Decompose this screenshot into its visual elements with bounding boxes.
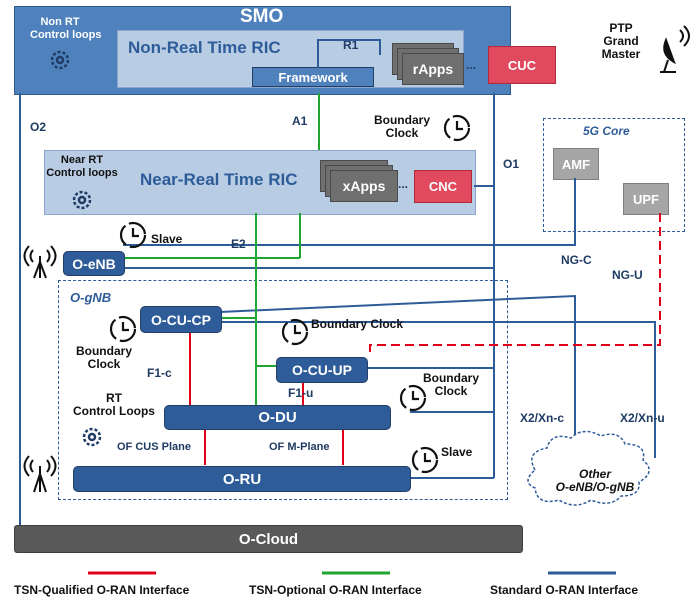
cuup-clock-label: Boundary Clock [311,317,404,331]
antenna-icon-ru [23,455,57,493]
ognb-label: O-gNB [70,290,112,305]
f1-u-label: F1-u [288,386,314,400]
smo-title: SMO [240,6,284,27]
gear-icon-near-rt [72,190,92,210]
xapps-box: xApps [330,170,398,202]
cuup-box: O-CU-UP [276,357,368,383]
core-title: 5G Core [583,124,630,138]
ognb-region [58,280,508,500]
clock-icon-du [399,384,427,412]
clock-icon-slave-ru [411,446,439,474]
legend-label-tsn-qualified: TSN-Qualified O-RAN Interface [14,583,190,597]
core-box [543,118,685,232]
ocloud-box: O-Cloud [14,525,523,553]
upf-box: UPF [623,183,669,215]
cuc-box: CUC [488,46,556,84]
legend-label-tsn-optional: TSN-Optional O-RAN Interface [249,583,422,597]
amf-box: AMF [553,148,599,180]
r1-label: R1 [343,38,359,52]
a1-label: A1 [292,114,308,128]
ng-c-label: NG-C [561,253,592,267]
gear-icon-non-rt [50,50,70,70]
gear-icon-rt [82,427,102,447]
o2-label: O2 [30,120,47,134]
clock-icon-slave-enb [119,221,147,249]
ng-u-label: NG-U [612,268,643,282]
clock-icon-cucp [109,315,137,343]
x2-xn-c-label: X2/Xn-c [520,411,565,425]
f1-c-label: F1-c [147,366,172,380]
other-node-cloud [527,430,650,506]
legend-label-standard: Standard O-RAN Interface [490,583,639,597]
framework-box: Framework [252,67,374,87]
x2-xn-u-label: X2/Xn-u [620,411,665,425]
antenna-icon-enb [23,245,57,279]
cnc-box: CNC [414,170,472,203]
of-cus-label: OF CUS Plane [117,441,191,453]
slave-enb-label: Slave [151,232,183,246]
cucp-box: O-CU-CP [140,306,222,333]
oenb-box: O-eNB [63,251,125,276]
rapps-box: rApps [402,53,464,85]
non-rt-ric-title: Non-Real Time RIC [128,38,281,57]
satellite-dish-icon [660,25,690,73]
clock-icon-cuup [281,318,309,346]
slave-ru-label: Slave [441,445,473,459]
clock-icon-boundary-top [443,114,471,142]
of-m-label: OF M-Plane [269,441,330,453]
o1-label: O1 [503,157,520,171]
rapps-ellipsis: ... [466,58,477,72]
xapps-ellipsis: ... [398,177,409,191]
du-box: O-DU [164,405,391,430]
near-rt-ric-box [44,150,476,215]
ru-box: O-RU [73,466,411,492]
near-rt-ric-title: Near-Real Time RIC [140,170,298,189]
e2-label: E2 [231,237,246,251]
